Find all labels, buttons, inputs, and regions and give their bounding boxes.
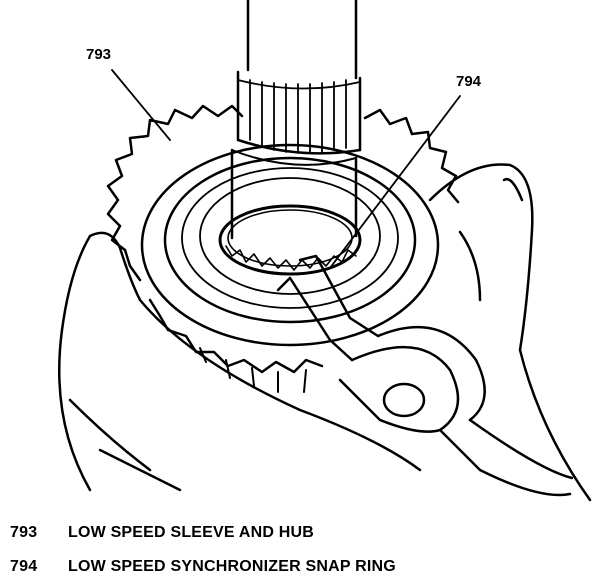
shaft (230, 0, 362, 240)
legend-number: 793 (10, 524, 38, 541)
right-hand (428, 163, 592, 502)
snap-ring-pliers (276, 254, 574, 497)
shaft-splines (237, 79, 361, 154)
legend-row: 793 LOW SPEED SLEEVE AND HUB (10, 524, 314, 542)
legend-text: LOW SPEED SYNCHRONIZER SNAP RING (68, 558, 396, 575)
gear-inner-ring-1 (163, 156, 417, 324)
gear-face-ring (140, 143, 440, 347)
legend-row: 794 LOW SPEED SYNCHRONIZER SNAP RING (10, 558, 396, 576)
left-hand (57, 231, 422, 492)
gear-inner-ring-3 (199, 177, 381, 295)
inner-spline-teeth (225, 245, 357, 271)
snap-ring (218, 204, 362, 276)
callout-793: 793 (86, 46, 112, 63)
leader-line-793 (111, 69, 171, 141)
legend-number: 794 (10, 558, 38, 575)
callout-794: 794 (456, 73, 482, 90)
gear-inner-ring-2 (181, 167, 399, 309)
leader-line-794 (329, 95, 461, 269)
legend-text: LOW SPEED SLEEVE AND HUB (68, 524, 315, 541)
